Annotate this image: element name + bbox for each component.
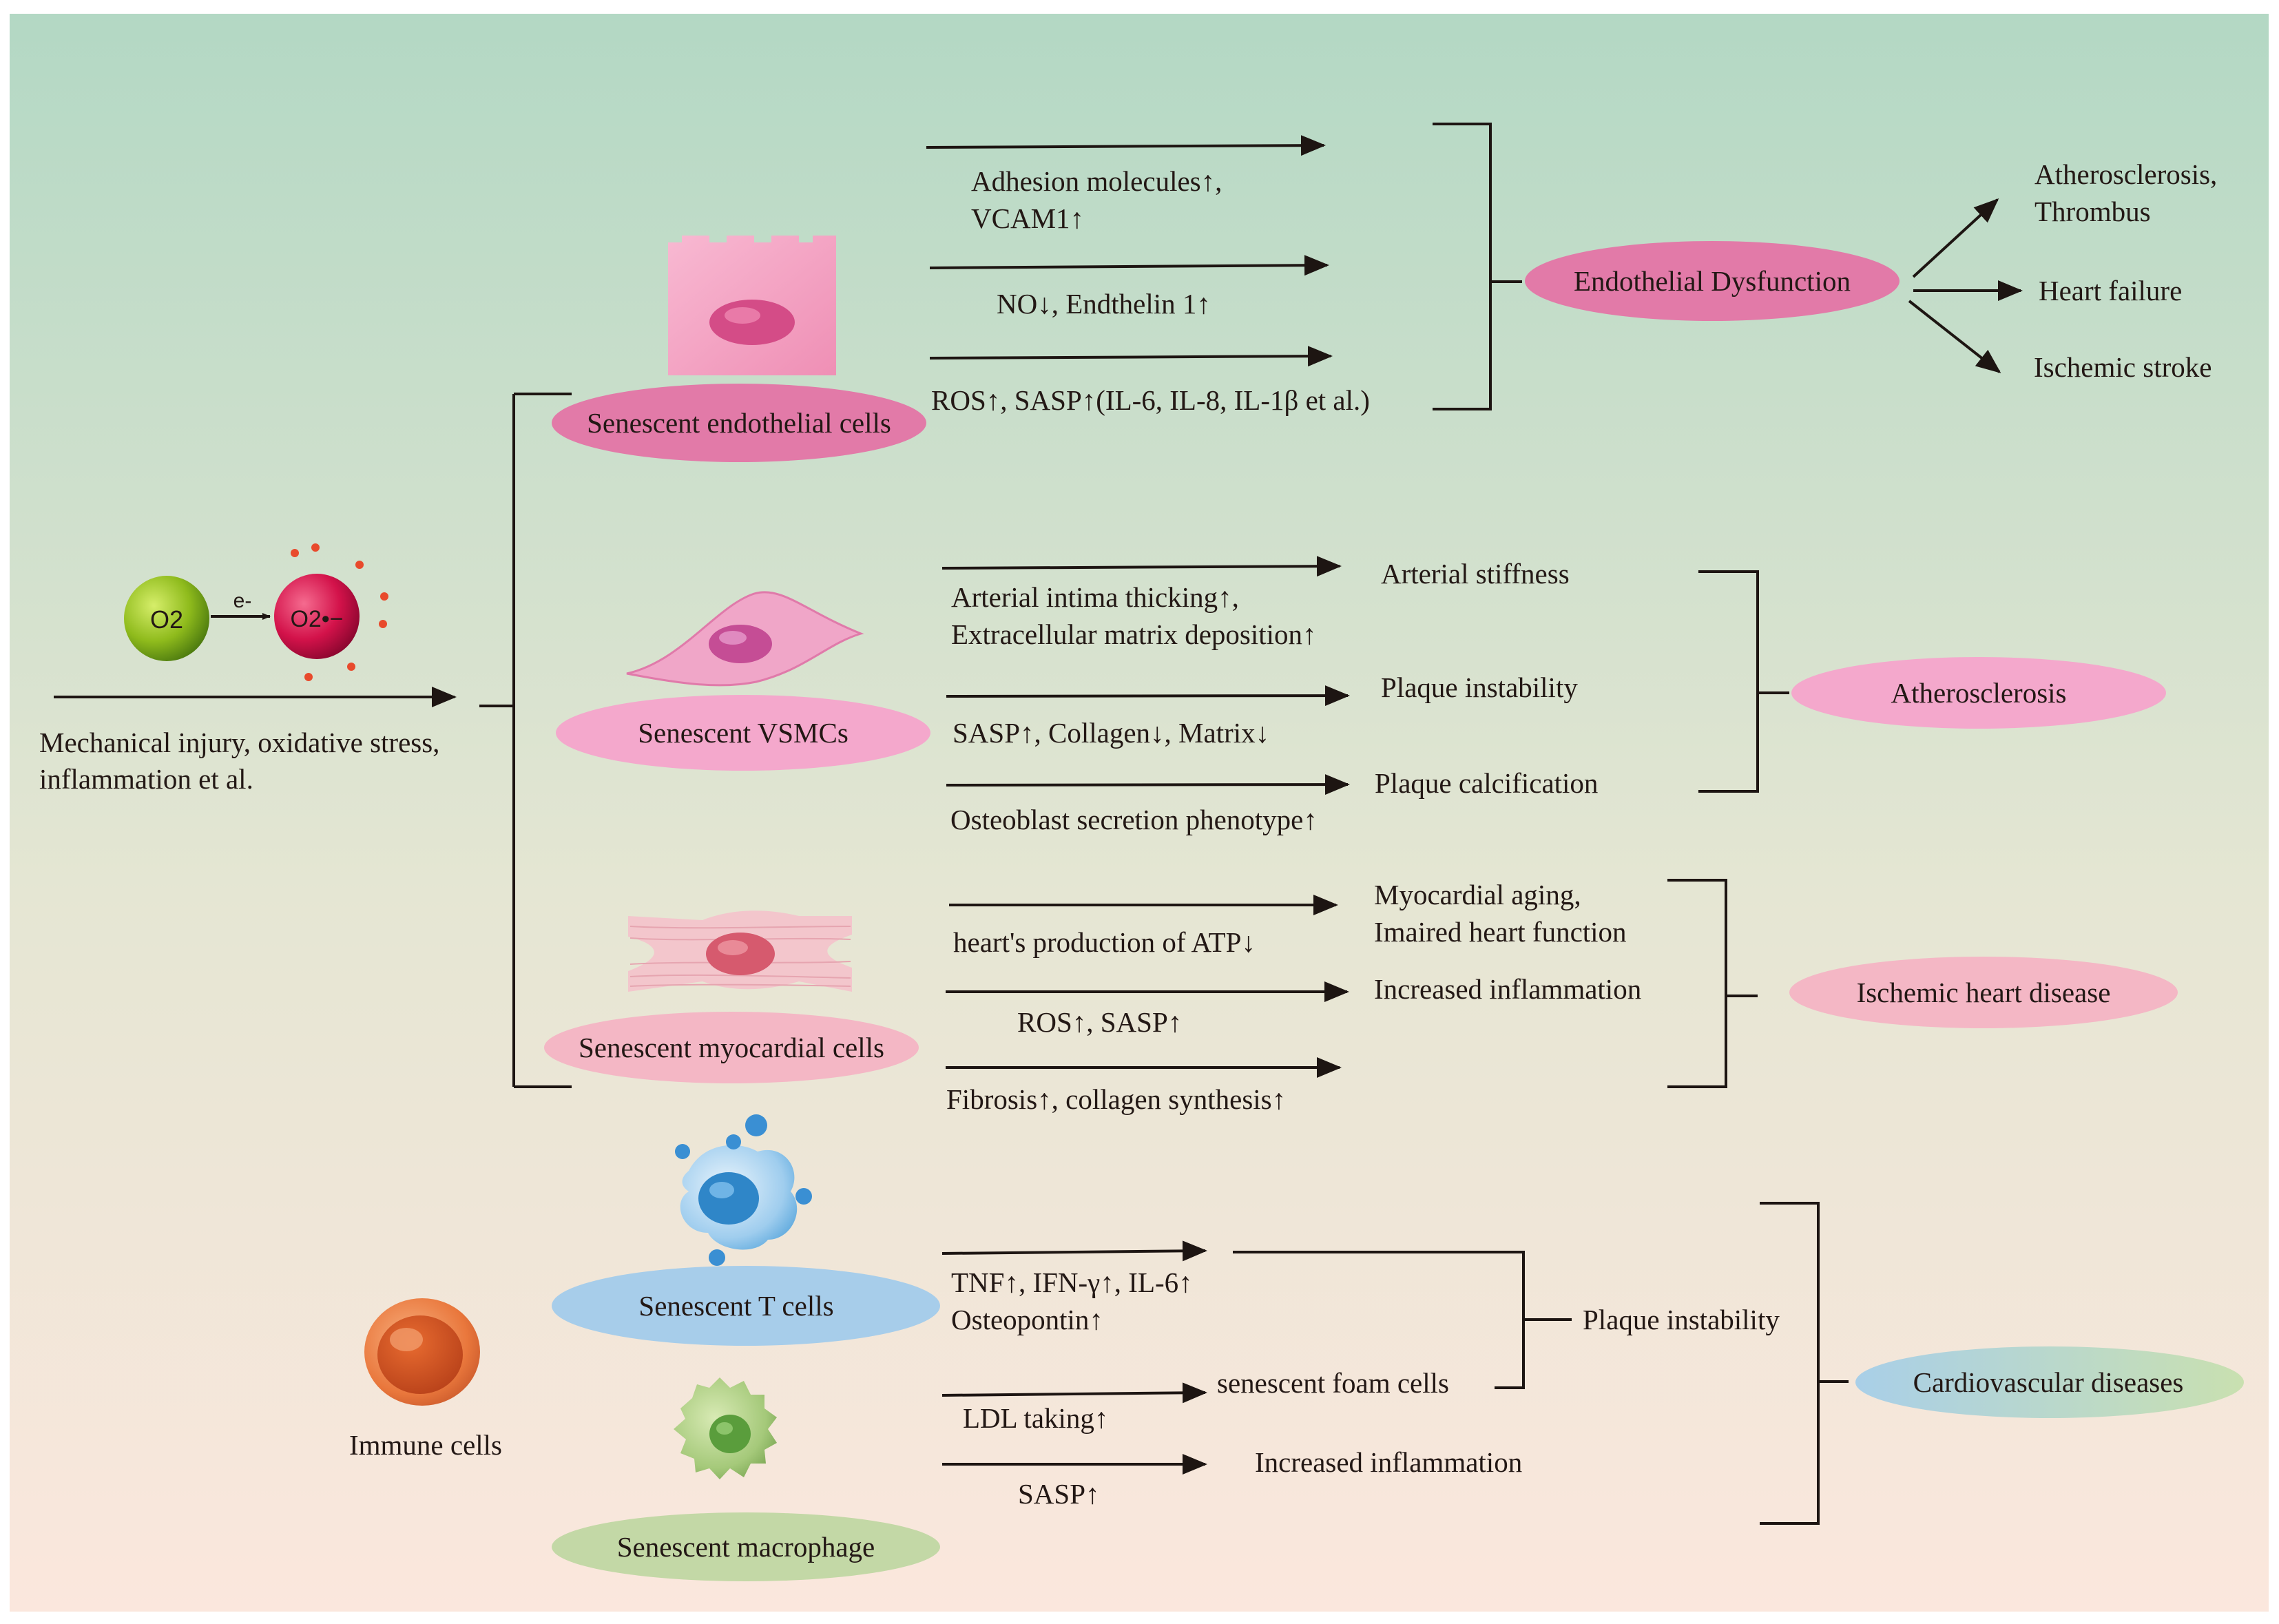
immune-cell-icon bbox=[364, 1298, 480, 1406]
superoxide-radical-icon: O2•− bbox=[274, 543, 388, 681]
myo-consequence-1-line2: Imaired heart function bbox=[1374, 916, 1627, 948]
myo-consequence-1-line1: Myocardial aging, bbox=[1374, 879, 1581, 910]
tcell-effect-line2: Osteopontin↑ bbox=[951, 1304, 1103, 1335]
vsmc-bracket bbox=[1698, 570, 1789, 793]
outcome-2: Heart failure bbox=[2039, 275, 2182, 306]
immune-inflammation-label: Increased inflammation bbox=[1255, 1446, 1522, 1478]
vsmc-consequence-3: Plaque calcification bbox=[1375, 767, 1598, 799]
vsmc-consequence-1: Arterial stiffness bbox=[1381, 558, 1570, 590]
vsmc-consequence-2: Plaque instability bbox=[1381, 672, 1578, 703]
vsmc-cell-badge bbox=[556, 695, 930, 771]
myocardial-cell-icon bbox=[628, 910, 852, 992]
outcome-arrow-3 bbox=[1908, 300, 2001, 373]
myo-consequence-2: Increased inflammation bbox=[1374, 973, 1641, 1005]
ischemic-heart-disease-label: Ischemic heart disease bbox=[1857, 977, 2111, 1008]
macrophage-badge bbox=[552, 1512, 940, 1581]
macro-arrow-1 bbox=[941, 1382, 1207, 1404]
immune-cells-label: Immune cells bbox=[349, 1429, 502, 1461]
vsmc-effect-3: Osteoblast secretion phenotype↑ bbox=[950, 804, 1318, 835]
myo-effect-2: ROS↑, SASP↑ bbox=[1017, 1006, 1182, 1038]
endo-arrow-2 bbox=[929, 255, 1329, 276]
outcome-1-line2: Thrombus bbox=[2035, 196, 2151, 227]
myo-effect-3: Fibrosis↑, collagen synthesis↑ bbox=[946, 1083, 1286, 1115]
vsmc-arrow-3 bbox=[946, 774, 1350, 795]
outcome-1-line1: Atherosclerosis, bbox=[2035, 158, 2217, 190]
macro-effect-1: LDL taking↑ bbox=[963, 1402, 1108, 1434]
endothelial-cell-badge bbox=[552, 384, 926, 462]
foam-cells-label: senescent foam cells bbox=[1217, 1367, 1449, 1399]
myocardial-cell-badge bbox=[544, 1012, 919, 1083]
t-cell-icon bbox=[675, 1114, 812, 1266]
endothelial-cell-label: Senescent endothelial cells bbox=[587, 407, 891, 439]
plaque-bracket bbox=[1233, 1251, 1572, 1389]
outcome-arrow-1 bbox=[1912, 198, 1999, 278]
tcell-arrow bbox=[941, 1240, 1207, 1262]
superoxide-label: O2•− bbox=[290, 606, 343, 632]
macro-effect-2: SASP↑ bbox=[1018, 1478, 1100, 1510]
atherosclerosis-badge bbox=[1791, 657, 2166, 729]
endo-effect-2: NO↓, Endthelin 1↑ bbox=[997, 288, 1211, 320]
oxygen-label: O2 bbox=[150, 605, 183, 634]
endo-effect-1-line2: VCAM1↑ bbox=[971, 202, 1084, 234]
vsmc-cell-label: Senescent VSMCs bbox=[638, 717, 849, 749]
endo-bracket bbox=[1433, 123, 1522, 410]
endo-arrow-3 bbox=[929, 346, 1333, 367]
tcell-effect-line1: TNF↑, IFN-γ↑, IL-6↑ bbox=[951, 1267, 1193, 1298]
vsmc-effect-1-line2: Extracellular matrix deposition↑ bbox=[951, 618, 1317, 650]
plaque-instability-label: Plaque instability bbox=[1583, 1304, 1780, 1335]
main-branch-bracket bbox=[479, 393, 572, 1088]
endo-arrow-1 bbox=[926, 135, 1326, 156]
endothelial-dysfunction-label: Endothelial Dysfunction bbox=[1574, 265, 1851, 297]
myocardial-cell-label: Senescent myocardial cells bbox=[579, 1032, 884, 1063]
vsmc-arrow-1 bbox=[941, 556, 1342, 577]
macrophage-label: Senescent macrophage bbox=[617, 1531, 875, 1563]
endo-effect-1-line1: Adhesion molecules↑, bbox=[971, 165, 1222, 197]
atherosclerosis-label: Atherosclerosis bbox=[1891, 677, 2066, 709]
vsmc-effect-1-line1: Arterial intima thicking↑, bbox=[951, 581, 1239, 613]
t-cell-label: Senescent T cells bbox=[638, 1290, 833, 1322]
cardiovascular-diseases-label: Cardiovascular diseases bbox=[1913, 1366, 2184, 1398]
t-cell-badge bbox=[552, 1266, 940, 1346]
cause-text-line2: inflammation et al. bbox=[39, 763, 253, 795]
myo-effect-1: heart's production of ATP↓ bbox=[953, 926, 1256, 958]
vsmc-effect-2: SASP↑, Collagen↓, Matrix↓ bbox=[953, 717, 1269, 749]
cvd-bracket bbox=[1760, 1202, 1849, 1525]
endothelial-cell-icon bbox=[668, 236, 836, 375]
electron-label: e- bbox=[233, 590, 252, 612]
endo-effect-3: ROS↑, SASP↑(IL-6, IL-8, IL-1β et al.) bbox=[931, 384, 1370, 416]
myo-bracket bbox=[1667, 879, 1758, 1088]
ischemic-heart-disease-badge bbox=[1789, 957, 2178, 1028]
oxygen-molecule-icon: O2 bbox=[124, 576, 209, 661]
vsmc-cell-icon bbox=[626, 591, 864, 687]
cardiovascular-diseases-badge bbox=[1855, 1346, 2244, 1418]
outcome-3: Ischemic stroke bbox=[2034, 351, 2212, 383]
endothelial-dysfunction-badge bbox=[1525, 241, 1900, 321]
macrophage-icon bbox=[674, 1377, 777, 1479]
cause-text-line1: Mechanical injury, oxidative stress, bbox=[39, 727, 439, 758]
